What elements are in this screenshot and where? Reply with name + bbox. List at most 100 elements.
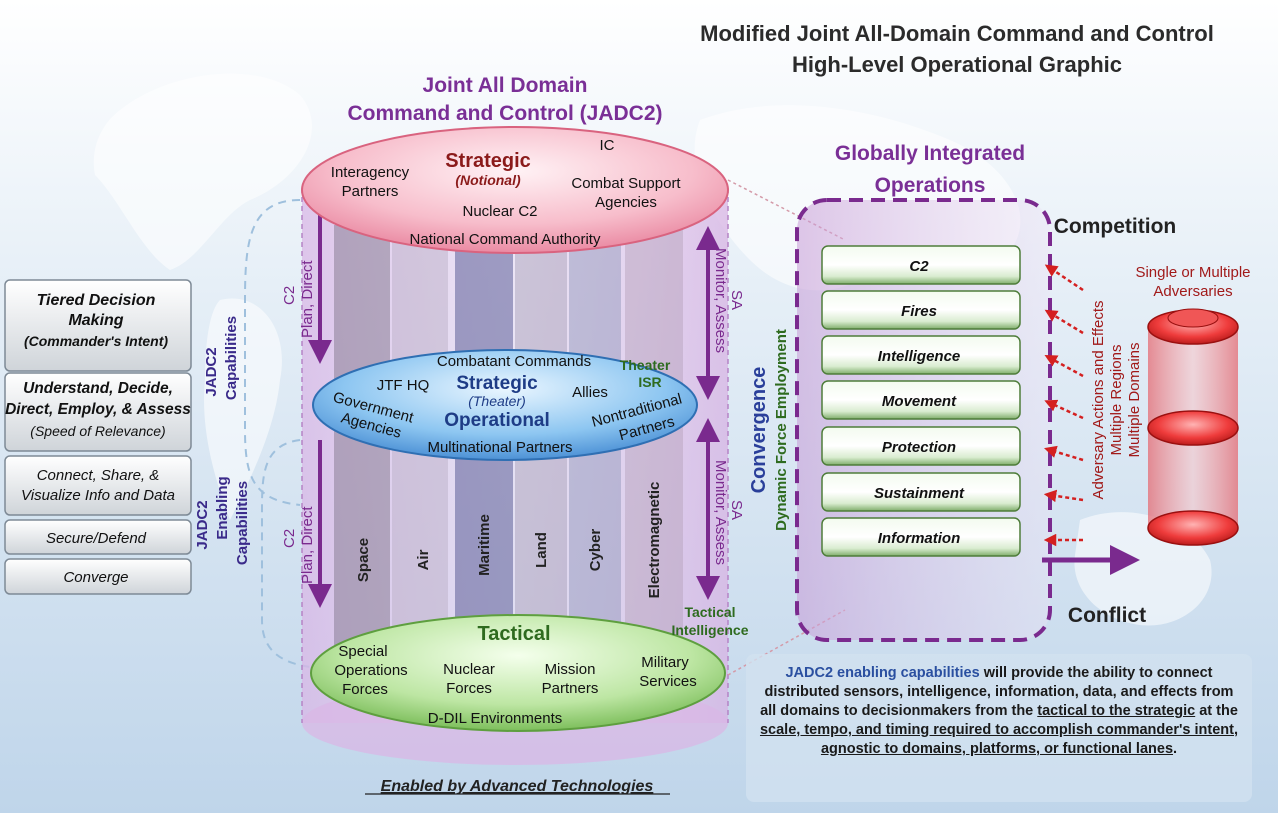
operational-ellipse — [312, 349, 698, 461]
domain-cyber: Cyber — [587, 529, 604, 572]
strategic-nca: National Command Authority — [410, 231, 601, 248]
gio-title-2: Operations — [875, 174, 986, 197]
operational-title-2: Operational — [444, 410, 550, 431]
operational-jtf-hq: JTF HQ — [377, 377, 430, 394]
left-box3-line2: Visualize Info and Data — [21, 487, 175, 504]
strategic-ic: IC — [600, 137, 615, 154]
jadc2-enabling-label-1: JADC2 — [194, 500, 211, 549]
operational-title-1: Strategic — [456, 373, 538, 394]
adversary-actions-1: Adversary Actions and Effects — [1090, 301, 1107, 500]
tactical-sof-3: Forces — [342, 681, 388, 698]
caption-part7: agnostic to domains, platforms, or funct… — [820, 741, 1174, 757]
caption-part3: tactical to the strategic — [1037, 703, 1196, 719]
function-pills — [821, 245, 1021, 557]
competition-label: Competition — [1054, 215, 1176, 238]
sa-label-upper: SA — [728, 290, 745, 310]
tactical-mission-1: Mission — [545, 661, 596, 678]
adversary-actions-3: Multiple Domains — [1126, 342, 1143, 457]
tactical-intel-1: Tactical — [684, 604, 735, 620]
jadc2-heading-line1: Joint All Domain — [423, 74, 588, 97]
caption-part6: , — [1233, 722, 1239, 738]
strategic-title: Strategic — [445, 150, 531, 172]
sa-label-lower: SA — [728, 500, 745, 520]
caption-part5: scale, tempo, and timing required to acc… — [759, 722, 1234, 738]
tactical-sof-1: Special — [338, 643, 387, 660]
tactical-military-2: Services — [639, 673, 697, 690]
domain-electromagnetic: Electromagnetic — [646, 482, 663, 599]
domain-air: Air — [415, 549, 432, 570]
domain-land: Land — [533, 532, 550, 568]
jadc2-capabilities-label-2: Capabilities — [223, 316, 240, 400]
enabling-bracket — [260, 439, 321, 669]
caption-box: JADC2 enabling capabilities will provide… — [746, 654, 1252, 802]
jadc2-enabling-label-3: Capabilities — [234, 481, 251, 565]
tactical-intel-2: Intelligence — [671, 622, 748, 638]
left-box1-line1: Tiered Decision — [37, 292, 156, 309]
capabilities-bracket — [244, 199, 301, 506]
world-map-silhouette — [93, 73, 1212, 626]
footer-enabled-by: Enabled by Advanced Technologies — [381, 778, 654, 795]
diagram-title-line1: Modified Joint All-Domain Command and Co… — [700, 21, 1214, 46]
tactical-nuclear-1: Nuclear — [443, 661, 495, 678]
tactical-ellipse — [310, 614, 726, 732]
strategic-subtitle: (Notional) — [455, 172, 521, 188]
monitor-assess-label-lower: Monitor, Assess — [712, 460, 729, 565]
domain-space: Space — [355, 538, 372, 582]
tactical-military-1: Military — [641, 654, 689, 671]
tactical-mission-2: Partners — [542, 680, 599, 697]
jadc2-enabling-label-2: Enabling — [214, 476, 231, 539]
adversaries-label-1: Single or Multiple — [1135, 264, 1250, 281]
strategic-combat-support-1: Combat Support — [571, 175, 681, 192]
left-box3-line1: Connect, Share, & — [37, 467, 160, 484]
caption-part2: will provide the ability to connect dist… — [760, 665, 1234, 719]
caption-part4: at the — [1195, 703, 1238, 719]
left-box1-line3: (Commander's Intent) — [24, 333, 168, 349]
c2-label-upper: C2 — [281, 286, 298, 305]
left-box4: Secure/Defend — [46, 530, 147, 547]
function-protection: Protection — [882, 439, 956, 456]
diagram-title-line2: High-Level Operational Graphic — [792, 52, 1122, 77]
operational-subtitle: (Theater) — [468, 393, 526, 409]
operational-multinational: Multinational Partners — [427, 439, 572, 456]
strategic-ellipse — [301, 126, 729, 254]
gio-connector-bottom — [727, 609, 846, 676]
function-movement: Movement — [882, 393, 957, 410]
operational-allies: Allies — [572, 384, 608, 401]
function-fires: Fires — [901, 303, 937, 320]
jadc2-heading-line2: Command and Control (JADC2) — [348, 102, 663, 125]
tactical-ddil: D-DIL Environments — [428, 710, 563, 727]
strategic-interagency-2: Partners — [342, 183, 399, 200]
adversaries-label-2: Adversaries — [1153, 283, 1232, 300]
monitor-assess-label-upper: Monitor, Assess — [712, 248, 729, 353]
tactical-nuclear-2: Forces — [446, 680, 492, 697]
conflict-label: Conflict — [1068, 604, 1146, 627]
function-intelligence: Intelligence — [878, 348, 961, 365]
operational-theater-2: ISR — [638, 374, 661, 390]
gio-title-1: Globally Integrated — [835, 142, 1025, 165]
c2-label-lower: C2 — [281, 529, 298, 548]
domain-maritime: Maritime — [476, 514, 493, 576]
left-box5: Converge — [63, 569, 128, 586]
strategic-combat-support-2: Agencies — [595, 194, 657, 211]
adversary-actions-2: Multiple Regions — [1108, 345, 1125, 456]
strategic-interagency-1: Interagency — [331, 164, 410, 181]
adversary-cylinder — [1147, 308, 1239, 546]
operational-theater-1: Theater — [620, 357, 671, 373]
plan-direct-label-upper: Plan, Direct — [299, 260, 316, 338]
left-box2-line3: (Speed of Relevance) — [30, 423, 165, 439]
gio-convergence: Convergence — [748, 367, 770, 494]
gio-dfe: Dynamic Force Employment — [773, 329, 790, 531]
tactical-sof-2: Operations — [334, 662, 407, 679]
left-box2-line1: Understand, Decide, — [23, 380, 173, 397]
adversary-arrows — [1043, 264, 1084, 547]
strategic-nuclear-c2: Nuclear C2 — [462, 203, 537, 220]
caption-part8: . — [1173, 741, 1178, 757]
function-c2: C2 — [909, 258, 929, 275]
operational-combatant-commands: Combatant Commands — [437, 353, 591, 370]
plan-direct-label-lower: Plan, Direct — [299, 506, 316, 584]
tactical-title: Tactical — [478, 623, 551, 645]
caption-part1: JADC2 enabling capabilities — [785, 665, 980, 681]
left-box1-line2: Making — [68, 312, 123, 329]
left-panel — [4, 279, 192, 595]
